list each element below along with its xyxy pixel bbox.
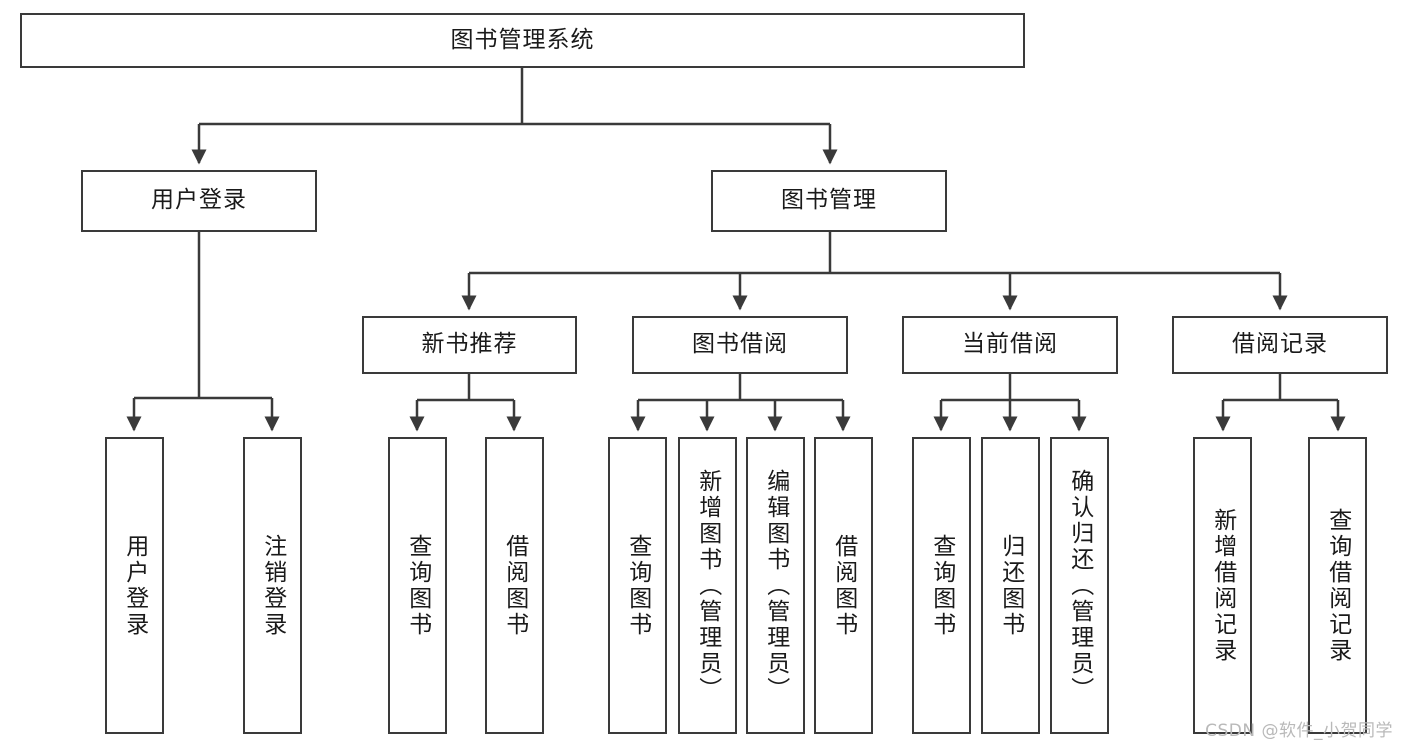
node-leaf-return-book[interactable]: 归还图书 [981, 437, 1040, 734]
node-label: 借阅记录 [1232, 331, 1328, 358]
node-leaf-user-login[interactable]: 用户登录 [105, 437, 164, 734]
node-label: 图书管理系统 [450, 26, 595, 53]
node-leaf-borrow-book-recommend[interactable]: 借阅图书 [485, 437, 544, 734]
node-leaf-logout-login[interactable]: 注销登录 [243, 437, 302, 734]
node-label: 查询图书 [404, 533, 431, 638]
node-label: 归还图书 [997, 533, 1024, 638]
node-leaf-add-borrow-record[interactable]: 新增借阅记录 [1193, 437, 1252, 734]
node-current-borrow[interactable]: 当前借阅 [902, 316, 1118, 374]
node-borrow-record[interactable]: 借阅记录 [1172, 316, 1388, 374]
node-label: 当前借阅 [962, 331, 1058, 358]
node-book-management[interactable]: 图书管理 [711, 170, 947, 232]
node-new-book-recommend[interactable]: 新书推荐 [362, 316, 577, 374]
node-label: 查询图书 [928, 533, 955, 638]
node-leaf-query-book-recommend[interactable]: 查询图书 [388, 437, 447, 734]
node-leaf-query-borrow-record[interactable]: 查询借阅记录 [1308, 437, 1367, 734]
node-root-book-management-system[interactable]: 图书管理系统 [20, 13, 1025, 68]
node-label: 用户登录 [151, 187, 247, 214]
node-leaf-add-book-admin[interactable]: 新增图书（管理员） [678, 437, 737, 734]
node-label: 注销登录 [259, 533, 286, 638]
node-leaf-query-book-borrow[interactable]: 查询图书 [608, 437, 667, 734]
node-leaf-confirm-return-admin[interactable]: 确认归还（管理员） [1050, 437, 1109, 734]
node-book-borrow[interactable]: 图书借阅 [632, 316, 848, 374]
node-leaf-edit-book-admin[interactable]: 编辑图书（管理员） [746, 437, 805, 734]
node-label: 新增图书（管理员） [694, 468, 721, 703]
node-label: 查询借阅记录 [1324, 507, 1351, 664]
node-label: 查询图书 [624, 533, 651, 638]
node-label: 新增借阅记录 [1209, 507, 1236, 664]
node-label: 图书管理 [781, 187, 877, 214]
node-label: 借阅图书 [830, 533, 857, 638]
watermark-text: CSDN @软件_小贺同学 [1205, 721, 1393, 741]
node-user-login[interactable]: 用户登录 [81, 170, 317, 232]
node-label: 新书推荐 [421, 331, 518, 358]
node-leaf-query-book-current[interactable]: 查询图书 [912, 437, 971, 734]
node-label: 图书借阅 [692, 331, 788, 358]
node-label: 借阅图书 [501, 533, 528, 638]
node-label: 用户登录 [121, 533, 148, 638]
node-label: 确认归还（管理员） [1066, 468, 1093, 703]
node-leaf-borrow-book[interactable]: 借阅图书 [814, 437, 873, 734]
node-label: 编辑图书（管理员） [762, 468, 789, 703]
